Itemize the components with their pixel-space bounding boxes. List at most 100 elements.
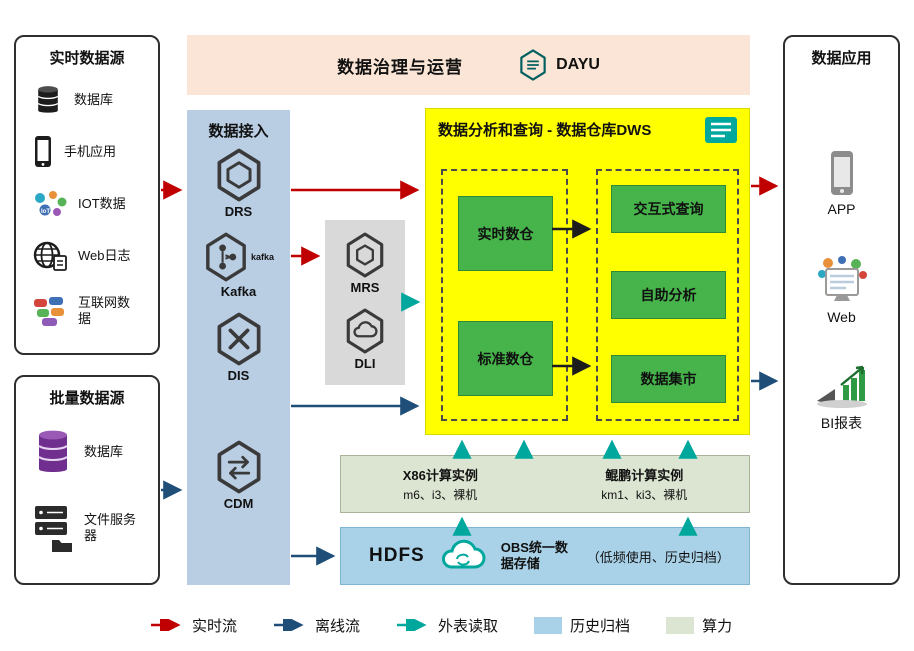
legend-label: 算力 <box>702 617 733 635</box>
compute-kunpeng-title: 鲲鹏计算实例 <box>605 468 684 483</box>
compute-x86: X86计算实例 m6、i3、裸机 <box>403 465 478 503</box>
warehouse-left-group: 实时数仓 标准数仓 <box>441 169 568 421</box>
web-log-icon <box>32 240 68 272</box>
source-item-batch-database: 数据库 <box>16 416 158 488</box>
node-realtime-warehouse: 实时数仓 <box>458 196 553 271</box>
access-item-label: CDM <box>223 496 254 511</box>
hdfs-label: HDFS <box>369 545 425 566</box>
access-item-drs: DRS <box>187 148 290 219</box>
dayu-logo: DAYU <box>518 49 600 81</box>
batch-sources-box: 批量数据源 数据库 文件服务器 <box>14 375 160 585</box>
access-item-label: DRS <box>224 204 253 219</box>
legend-item-compute-power: 算力 <box>666 615 732 636</box>
applications-box: 数据应用 APP Web BI报表 <box>783 35 900 585</box>
app-item-web: Web <box>785 255 898 325</box>
svg-text:IoT: IoT <box>41 209 50 215</box>
legend-label: 离线流 <box>315 617 361 635</box>
obs-cloud-icon <box>439 539 487 573</box>
compute-kunpeng: 鲲鹏计算实例 km1、ki3、裸机 <box>601 465 687 503</box>
teal-arrow-icon <box>397 619 427 631</box>
middleware-item-mrs: MRS <box>325 232 405 295</box>
legend-item-external-read: 外表读取 <box>396 615 498 636</box>
node-interactive-query: 交互式查询 <box>611 185 726 233</box>
source-item-label: 数据库 <box>84 443 124 459</box>
access-item-kafka: kafka Kafka <box>187 232 290 299</box>
warehouse-right-group: 交互式查询 自助分析 数据集市 <box>596 169 739 421</box>
realtime-sources-title: 实时数据源 <box>49 50 125 67</box>
legend-label: 实时流 <box>192 617 238 635</box>
app-item-label: Web <box>827 309 856 325</box>
access-item-label: Kafka <box>220 284 257 299</box>
source-item-internet: 互联网数据 <box>16 282 158 340</box>
blue-arrow-icon <box>274 619 304 631</box>
source-item-label: IOT数据 <box>78 195 126 211</box>
source-item-label: 互联网数据 <box>78 294 131 326</box>
compute-power-swatch <box>666 616 695 634</box>
legend-label: 外表读取 <box>438 617 499 635</box>
governance-title: 数据治理与运营 <box>337 57 464 77</box>
storage-box: HDFS OBS统一数据存储 （低频使用、历史归档） <box>340 527 750 585</box>
web-browser-icon <box>816 255 868 305</box>
mrs-hexagon-icon <box>344 232 386 278</box>
legend-item-realtime-flow: 实时流 <box>150 615 237 636</box>
data-access-title: 数据接入 <box>208 123 269 140</box>
applications-title: 数据应用 <box>811 50 872 67</box>
source-item-label: 数据库 <box>74 91 114 107</box>
legend-item-offline-flow: 离线流 <box>273 615 360 636</box>
compute-kunpeng-detail: km1、ki3、裸机 <box>601 488 688 502</box>
node-standard-warehouse: 标准数仓 <box>458 321 553 396</box>
access-item-label: DIS <box>227 368 250 383</box>
app-item-label: BI报表 <box>820 415 863 431</box>
realtime-sources-box: 实时数据源 数据库 手机应用 IoT IOT数据 Web日志 <box>14 35 160 355</box>
source-item-label: 手机应用 <box>64 143 117 159</box>
database-purple-icon <box>32 427 74 477</box>
data-access-column: 数据接入 DRS kafka Kafka DIS <box>187 110 290 585</box>
node-data-mart: 数据集市 <box>611 355 726 403</box>
app-phone-icon <box>827 149 857 197</box>
access-item-dis: DIS <box>187 312 290 383</box>
batch-sources-title: 批量数据源 <box>49 390 125 407</box>
app-item-app: APP <box>785 149 898 217</box>
source-item-mobile: 手机应用 <box>16 126 158 178</box>
dayu-hexagon-icon <box>518 49 548 81</box>
red-arrow-icon <box>151 619 181 631</box>
governance-banner: 数据治理与运营 DAYU <box>187 35 750 95</box>
history-archive-swatch <box>534 616 563 634</box>
dayu-logo-text: DAYU <box>556 56 600 73</box>
node-self-analysis: 自助分析 <box>611 271 726 319</box>
warehouse-title: 数据分析和查询 - 数据仓库DWS <box>438 122 652 139</box>
kafka-hexagon-icon <box>203 232 249 282</box>
compute-box: X86计算实例 m6、i3、裸机 鲲鹏计算实例 km1、ki3、裸机 <box>340 455 750 513</box>
compute-x86-title: X86计算实例 <box>402 468 478 483</box>
middleware-item-label: DLI <box>354 356 376 371</box>
source-item-file-server: 文件服务器 <box>16 488 158 568</box>
iot-icon: IoT <box>32 189 68 219</box>
legend-item-history-archive: 历史归档 <box>534 615 630 636</box>
app-item-label: APP <box>827 201 856 217</box>
middleware-item-label: MRS <box>350 280 380 295</box>
bi-report-icon <box>815 361 869 409</box>
warehouse-box: 数据分析和查询 - 数据仓库DWS 实时数仓 标准数仓 交互式查询 自助分析 数… <box>425 108 750 435</box>
access-item-cdm: CDM <box>187 440 290 511</box>
app-item-bi: BI报表 <box>785 361 898 433</box>
cdm-hexagon-icon <box>214 440 264 494</box>
phone-icon <box>32 135 54 169</box>
compute-x86-detail: m6、i3、裸机 <box>403 488 478 502</box>
obs-note: （低频使用、历史归档） <box>586 549 730 565</box>
obs-title: OBS统一数据存储 <box>500 539 568 571</box>
dis-hexagon-icon <box>214 312 264 366</box>
file-server-icon <box>32 502 74 554</box>
internet-data-icon <box>32 295 68 327</box>
legend-label: 历史归档 <box>570 617 631 635</box>
drs-hexagon-icon <box>214 148 264 202</box>
source-item-weblog: Web日志 <box>16 230 158 282</box>
middleware-item-dli: DLI <box>325 308 405 371</box>
source-item-label: Web日志 <box>78 247 131 263</box>
kafka-logo: kafka <box>250 252 275 262</box>
source-item-iot: IoT IOT数据 <box>16 178 158 230</box>
source-item-database: 数据库 <box>16 74 158 126</box>
source-item-label: 文件服务器 <box>84 511 137 543</box>
database-icon <box>32 83 64 117</box>
legend: 实时流 离线流 外表读取 历史归档 算力 <box>150 610 870 640</box>
